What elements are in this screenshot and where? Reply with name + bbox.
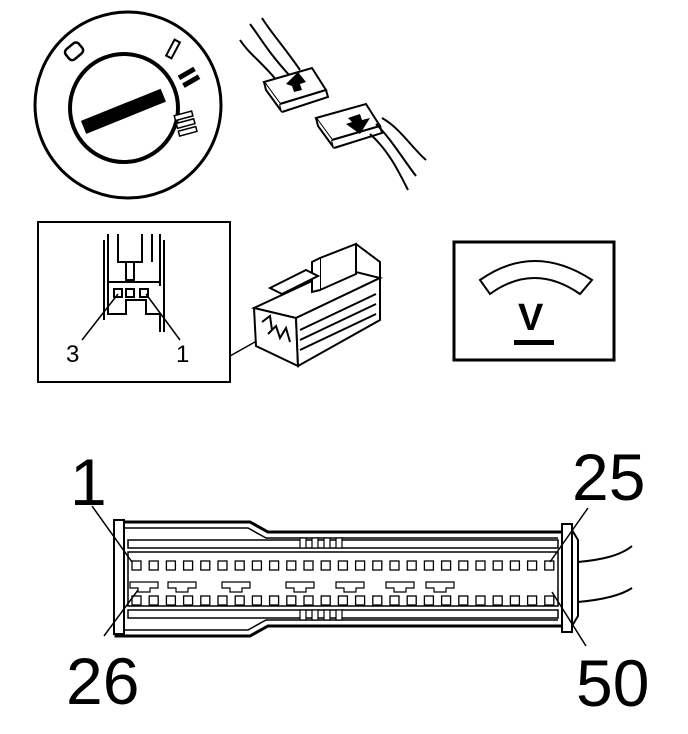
pin-label-26: 26	[66, 644, 139, 718]
position-0-marker-icon	[63, 41, 85, 62]
pin-cavity-26	[131, 595, 142, 606]
pin-cavity-36	[303, 595, 314, 606]
pin-cavity-27	[148, 595, 159, 606]
pin-cavity-31	[217, 595, 228, 606]
pin-cavity-47	[492, 595, 503, 606]
ignition-switch	[33, 10, 223, 200]
connector-inset: 3 1	[37, 221, 263, 383]
pin-row-bottom	[131, 595, 555, 606]
pin-cavity-29	[182, 595, 194, 606]
pin-cavity-46	[475, 595, 486, 606]
pin-cavity-21	[475, 560, 486, 571]
pin-cavity-16	[389, 560, 400, 571]
pin-cavity-11	[303, 560, 314, 571]
inset-label-pin-3: 3	[66, 341, 79, 368]
pin-cavity-10	[286, 560, 297, 571]
pin-cavity-18	[423, 560, 435, 571]
voltmeter-icon: V	[452, 240, 616, 362]
pin-cavity-5	[200, 560, 211, 571]
pin-cavity-25	[544, 560, 555, 571]
pin-cavity-7	[234, 560, 245, 571]
pin-cavity-40	[372, 595, 383, 606]
harness-connector: 1 25 26 50	[66, 440, 649, 720]
pin-cavity-39	[354, 595, 366, 606]
pin-cavity-2	[148, 560, 159, 571]
pin-cavity-15	[372, 560, 383, 571]
pin-cavity-24	[526, 560, 538, 571]
pin-cavity-3	[165, 560, 177, 571]
pin-cavity-32	[234, 595, 245, 606]
voltmeter-symbol: V	[518, 297, 544, 339]
pin-label-25: 25	[572, 440, 645, 514]
pin-cavity-6	[217, 560, 228, 571]
pin-cavity-45	[458, 595, 469, 606]
pin-row-top	[131, 560, 555, 571]
pin-cavity-34	[268, 595, 280, 606]
pin-cavity-23	[509, 560, 521, 571]
pin-cavity-20	[458, 560, 469, 571]
position-2-marker-icon	[177, 66, 201, 88]
pin-cavity-28	[165, 595, 177, 606]
pin-cavity-42	[406, 595, 417, 606]
pin-cavity-9	[268, 560, 280, 571]
pin-cavity-43	[423, 595, 435, 606]
pin-cavity-35	[286, 595, 297, 606]
pin-cavity-12	[320, 560, 331, 571]
inset-label-pin-1: 1	[176, 341, 189, 368]
pin-cavity-1	[131, 560, 142, 571]
pin-cavity-38	[337, 595, 349, 606]
pin-cavity-17	[406, 560, 417, 571]
pin-cavity-41	[389, 595, 400, 606]
key-slot-icon	[80, 88, 166, 134]
position-1-marker-icon	[164, 38, 182, 60]
pin-cavity-14	[354, 560, 366, 571]
pin-cavity-30	[200, 595, 211, 606]
pin-cavity-8	[251, 560, 263, 571]
large-connector-icon	[250, 242, 383, 368]
pin-cavity-33	[251, 595, 263, 606]
pin-cavity-4	[182, 560, 194, 571]
position-3-marker-icon	[173, 110, 198, 137]
pin-cavity-37	[320, 595, 331, 606]
pin-label-50: 50	[576, 646, 649, 720]
pin-cavity-49	[526, 595, 538, 606]
pin-cavity-44	[440, 595, 452, 606]
pin-cavity-48	[509, 595, 521, 606]
pin-label-1: 1	[70, 445, 107, 519]
connector-separation-icon	[239, 17, 427, 191]
pin-cavity-19	[440, 560, 452, 571]
pin-cavity-22	[492, 560, 503, 571]
pin-cavity-50	[544, 595, 555, 606]
connector-face-icon	[103, 234, 165, 332]
pin-cavity-13	[337, 560, 349, 571]
